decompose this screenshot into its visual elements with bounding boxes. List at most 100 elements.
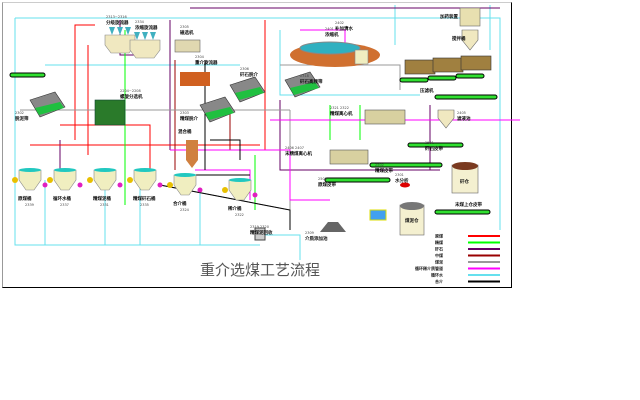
pump-icon xyxy=(42,182,48,188)
equipment-label-classify: 分级旋流器 xyxy=(106,19,129,26)
cyclone-group-icon xyxy=(104,34,136,54)
equipment-number-spiral: 2204~2208 xyxy=(120,89,141,93)
equipment-label-stir: 搅拌桶 xyxy=(452,35,466,42)
pump-icon xyxy=(197,187,203,193)
legend-label: 煤泥 xyxy=(435,259,443,265)
equipment-label-concentrate: 精煤泥回收 xyxy=(250,229,273,236)
equipment-number: 2322 xyxy=(235,213,244,217)
legend-label: 循环水 xyxy=(431,272,444,278)
equipment-label-dmc: 重介旋流器 xyxy=(195,59,218,66)
clear-water-tank-icon xyxy=(354,49,369,65)
pump-motor-icon xyxy=(47,177,53,183)
equipment-label-dosing: 加药装置 xyxy=(439,13,458,20)
centrifuge-icon xyxy=(329,149,369,165)
moisture-analyzer-icon xyxy=(400,182,410,188)
pipe-dilute-medium xyxy=(170,149,330,201)
belt-conveyor-icon xyxy=(434,209,491,215)
belt-conveyor-icon xyxy=(407,142,464,148)
equipment-label: 精煤泥桶 xyxy=(93,195,111,202)
equipment-number-raw_belt: 2503 xyxy=(318,177,327,181)
legend-label: 矸石 xyxy=(435,246,443,252)
pipe-circulating-water xyxy=(279,5,491,96)
legend-label: 精煤 xyxy=(435,239,444,245)
tank-surface-icon xyxy=(19,168,41,172)
equipment-label-filter: 压滤机 xyxy=(420,87,434,94)
slime-bin-icon xyxy=(399,204,425,236)
pump-motor-icon xyxy=(127,177,133,183)
sump-tank-icon xyxy=(93,169,117,191)
equipment-label-water: 补加清水 xyxy=(335,25,353,32)
filter-press-icon xyxy=(460,55,492,71)
equipment-number-thickener: 2401 xyxy=(325,27,334,31)
pipe-qualified-medium xyxy=(159,184,291,230)
filtrate-sump-icon xyxy=(437,109,455,129)
equipment-label-mix: 混合桶 xyxy=(178,128,192,135)
equipment-label-medium_add: 介质添加池 xyxy=(304,235,328,242)
dosing-device-icon xyxy=(459,7,481,27)
equipment-label-water_div: 水分析 xyxy=(395,177,409,184)
belt-conveyor-icon xyxy=(369,162,443,168)
pipe-middlings xyxy=(174,60,231,170)
equipment-label-gangue_screen: 矸石脱介 xyxy=(240,71,258,78)
equipment-number-fine_cent: 2406 2407 xyxy=(285,146,304,150)
equipment-number-clean_cent: 2321 2322 xyxy=(330,106,349,110)
equipment-number-filtrate: 2405 xyxy=(457,111,466,115)
pipe-circulating-water xyxy=(255,234,301,260)
equipment-number-magsep: 2305 xyxy=(180,25,189,29)
tank-surface-icon xyxy=(134,168,156,172)
filter-press-icon xyxy=(404,59,436,75)
cyclone-group-icon xyxy=(129,39,161,59)
cyclone-icon xyxy=(109,27,115,35)
cyclone-icon xyxy=(117,27,123,35)
equipment-number: 2331 xyxy=(100,203,109,207)
equipment-label: 精煤矸石桶 xyxy=(133,195,156,202)
equipment-label-slime_bin: 煤泥仓 xyxy=(405,217,419,224)
equipment-number: 2339 xyxy=(25,203,34,207)
pump-icon xyxy=(117,182,123,188)
equipment-number-classify: 2313~2316 xyxy=(106,15,127,19)
equipment-label-filtrate: 滤液池 xyxy=(457,115,471,122)
sump-tank-icon xyxy=(173,174,197,196)
pump-motor-icon xyxy=(167,182,173,188)
equipment-number-thicken: 2334 xyxy=(135,20,145,24)
filter-press-icon xyxy=(432,57,464,73)
equipment: 分级旋流器2313~2316浓缩旋流器2334磁选机2305重介旋流器2304矸… xyxy=(9,7,498,242)
pipe-gangue xyxy=(119,7,500,171)
tank-surface-icon xyxy=(229,178,251,182)
equipment-label: 稀介桶 xyxy=(228,205,242,212)
equipment-number-medium_add: 2309 xyxy=(305,231,314,235)
equipment-label-fine_belt: 末煤上仓皮带 xyxy=(455,201,482,208)
slime-pile-icon xyxy=(400,202,424,210)
equipment-number: 2335 xyxy=(140,203,149,207)
legend-label: 循环稀介质管道 xyxy=(415,265,443,271)
sump-tank-icon xyxy=(18,169,42,191)
equipment-number: 2337 xyxy=(60,203,69,207)
pump-motor-icon xyxy=(222,187,228,193)
equipment-label: 合介桶 xyxy=(173,200,187,207)
magnetic-separator-icon xyxy=(174,39,201,53)
legend-label: 原煤 xyxy=(434,233,444,239)
mixing-tank-icon xyxy=(186,140,198,168)
equipment-number-water_div: 2301 xyxy=(395,173,404,177)
equipment-number-desliming: 2302 xyxy=(15,111,24,115)
equipment-label-gangue_belt: 矸石皮带 xyxy=(425,145,443,152)
equipment-number-gangue_belt: 2501 xyxy=(425,141,434,145)
pump-motor-icon xyxy=(12,177,18,183)
equipment-number-clean_belt: 2502 xyxy=(375,163,384,167)
diagram-frame xyxy=(2,2,512,288)
pump-icon xyxy=(77,182,83,188)
legend-label: 合介 xyxy=(435,278,444,284)
screen-deck-icon xyxy=(290,82,319,95)
equipment-number-dmc: 2304 xyxy=(195,55,205,59)
equipment-number-water: 2402 xyxy=(335,21,344,25)
belt-conveyor-icon xyxy=(434,94,498,100)
tank-surface-icon xyxy=(94,168,116,172)
equipment-number-gangue_screen: 2306 xyxy=(240,67,249,71)
pump-icon xyxy=(157,182,163,188)
equipment-label: 原煤桶 xyxy=(18,195,32,202)
medium-pile-icon xyxy=(320,222,346,232)
equipment-number-clean_screen: 2303 xyxy=(180,111,189,115)
screen-deck-icon xyxy=(35,102,64,115)
